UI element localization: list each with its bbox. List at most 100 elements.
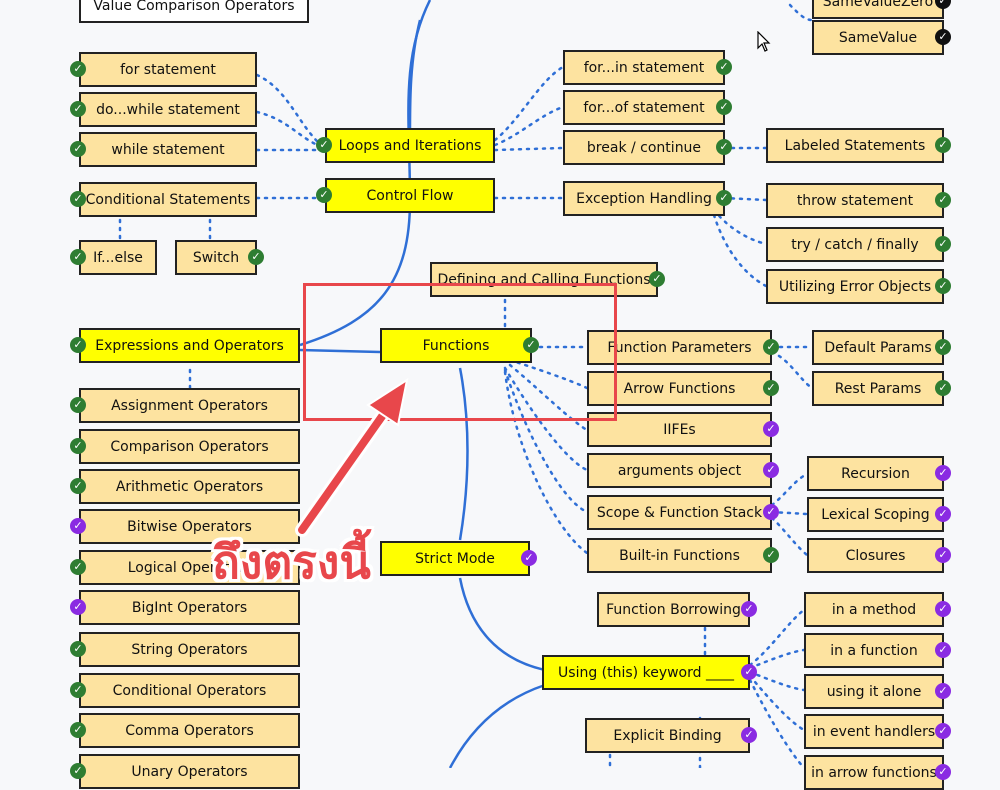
node-control[interactable]: Control Flow <box>325 178 495 213</box>
node-label: Logical Operators <box>127 559 252 576</box>
node-label: Comparison Operators <box>110 438 269 455</box>
node-strict[interactable]: Strict Mode <box>380 541 530 576</box>
node-label: Default Params <box>824 339 932 356</box>
node-label: Using (this) keyword ____ <box>558 664 734 681</box>
node-events[interactable]: in event handlers <box>804 714 944 749</box>
green-check-icon: ✓ <box>935 192 951 208</box>
node-borrow[interactable]: Function Borrowing <box>597 592 750 627</box>
node-functions[interactable]: Functions <box>380 328 532 363</box>
green-check-icon: ✓ <box>649 271 665 287</box>
node-expr[interactable]: Expressions and Operators <box>79 328 300 363</box>
node-ifelse[interactable]: If...else <box>79 240 157 275</box>
node-label: BigInt Operators <box>131 599 248 616</box>
node-logical[interactable]: Logical Operators <box>79 550 300 585</box>
annotation-callout-text: ถึงตรงนี้ <box>212 535 371 589</box>
node-condops[interactable]: Conditional Operators <box>79 673 300 708</box>
node-for[interactable]: for statement <box>79 52 257 87</box>
node-label: Arrow Functions <box>623 380 736 397</box>
node-this[interactable]: Using (this) keyword ____ <box>542 655 750 690</box>
node-trycatch[interactable]: try / catch / finally <box>766 227 944 262</box>
green-check-icon: ✓ <box>935 339 951 355</box>
green-check-icon: ✓ <box>763 339 779 355</box>
green-check-icon: ✓ <box>70 141 86 157</box>
node-lexical[interactable]: Lexical Scoping <box>807 497 944 532</box>
node-label: break / continue <box>586 139 702 156</box>
node-label: String Operators <box>131 641 248 658</box>
node-label: Function Borrowing <box>606 601 741 618</box>
node-label: Lexical Scoping <box>821 506 930 523</box>
green-check-icon: ✓ <box>935 236 951 252</box>
mouse-cursor-icon <box>757 31 771 52</box>
node-switch[interactable]: Switch <box>175 240 257 275</box>
node-label: Expressions and Operators <box>95 337 284 354</box>
node-errobj[interactable]: Utilizing Error Objects <box>766 269 944 304</box>
node-loops[interactable]: Loops and Iterations <box>325 128 495 163</box>
green-check-icon: ✓ <box>70 249 86 265</box>
green-check-icon: ✓ <box>763 547 779 563</box>
node-dowhile[interactable]: do...while statement <box>79 92 257 127</box>
node-exception[interactable]: Exception Handling <box>563 181 725 216</box>
node-defparams[interactable]: Default Params <box>812 330 944 365</box>
node-label: Functions <box>422 337 490 354</box>
node-scope[interactable]: Scope & Function Stack <box>587 495 772 530</box>
node-unary[interactable]: Unary Operators <box>79 754 300 789</box>
node-sv[interactable]: SameValue <box>812 20 944 55</box>
node-inmethod[interactable]: in a method <box>804 592 944 627</box>
node-compare[interactable]: Comparison Operators <box>79 429 300 464</box>
node-string[interactable]: String Operators <box>79 632 300 667</box>
node-arrow[interactable]: Arrow Functions <box>587 371 772 406</box>
node-restparams[interactable]: Rest Params <box>812 371 944 406</box>
node-label: do...while statement <box>96 101 240 118</box>
purple-check-icon: ✓ <box>70 518 86 534</box>
node-label: Scope & Function Stack <box>596 504 763 521</box>
node-while[interactable]: while statement <box>79 132 257 167</box>
green-check-icon: ✓ <box>763 380 779 396</box>
purple-check-icon: ✓ <box>935 642 951 658</box>
node-label: Strict Mode <box>415 550 495 567</box>
node-infunc[interactable]: in a function <box>804 633 944 668</box>
node-explicit[interactable]: Explicit Binding <box>585 718 750 753</box>
node-arith[interactable]: Arithmetic Operators <box>79 469 300 504</box>
node-label: for...in statement <box>583 59 705 76</box>
node-bigint[interactable]: BigInt Operators <box>79 590 300 625</box>
black-check-icon: ✓ <box>935 0 951 9</box>
green-check-icon: ✓ <box>70 641 86 657</box>
purple-check-icon: ✓ <box>521 550 537 566</box>
node-label: Control Flow <box>366 187 454 204</box>
green-check-icon: ✓ <box>70 101 86 117</box>
green-check-icon: ✓ <box>248 249 264 265</box>
node-builtin[interactable]: Built-in Functions <box>587 538 772 573</box>
node-bitwise[interactable]: Bitwise Operators <box>79 509 300 544</box>
node-throw[interactable]: throw statement <box>766 183 944 218</box>
node-recursion[interactable]: Recursion <box>807 456 944 491</box>
node-fparams[interactable]: Function Parameters <box>587 330 772 365</box>
node-label: in a function <box>830 642 918 659</box>
node-alone[interactable]: using it alone <box>804 674 944 709</box>
green-check-icon: ✓ <box>70 722 86 738</box>
node-label: Exception Handling <box>576 190 712 207</box>
node-label: Comma Operators <box>125 722 254 739</box>
node-label: in event handlers <box>812 723 936 740</box>
node-forof[interactable]: for...of statement <box>563 90 725 125</box>
node-label: using it alone <box>826 683 922 700</box>
node-labeled[interactable]: Labeled Statements <box>766 128 944 163</box>
node-cond[interactable]: Conditional Statements <box>79 182 257 217</box>
green-check-icon: ✓ <box>935 380 951 396</box>
node-forin[interactable]: for...in statement <box>563 50 725 85</box>
node-label: arguments object <box>617 462 742 479</box>
node-argsobj[interactable]: arguments object <box>587 453 772 488</box>
green-check-icon: ✓ <box>70 438 86 454</box>
node-label: for statement <box>120 61 216 78</box>
node-assign[interactable]: Assignment Operators <box>79 388 300 423</box>
node-break[interactable]: break / continue <box>563 130 725 165</box>
node-closures[interactable]: Closures <box>807 538 944 573</box>
node-vco[interactable]: Value Comparison Operators <box>79 0 309 23</box>
node-arrowfn[interactable]: in arrow functions <box>804 755 944 790</box>
node-iifes[interactable]: IIFEs <box>587 412 772 447</box>
node-comma[interactable]: Comma Operators <box>79 713 300 748</box>
green-check-icon: ✓ <box>716 139 732 155</box>
green-check-icon: ✓ <box>70 559 86 575</box>
node-label: Switch <box>192 249 240 266</box>
node-svz[interactable]: SameValueZero <box>812 0 944 19</box>
green-check-icon: ✓ <box>70 763 86 779</box>
